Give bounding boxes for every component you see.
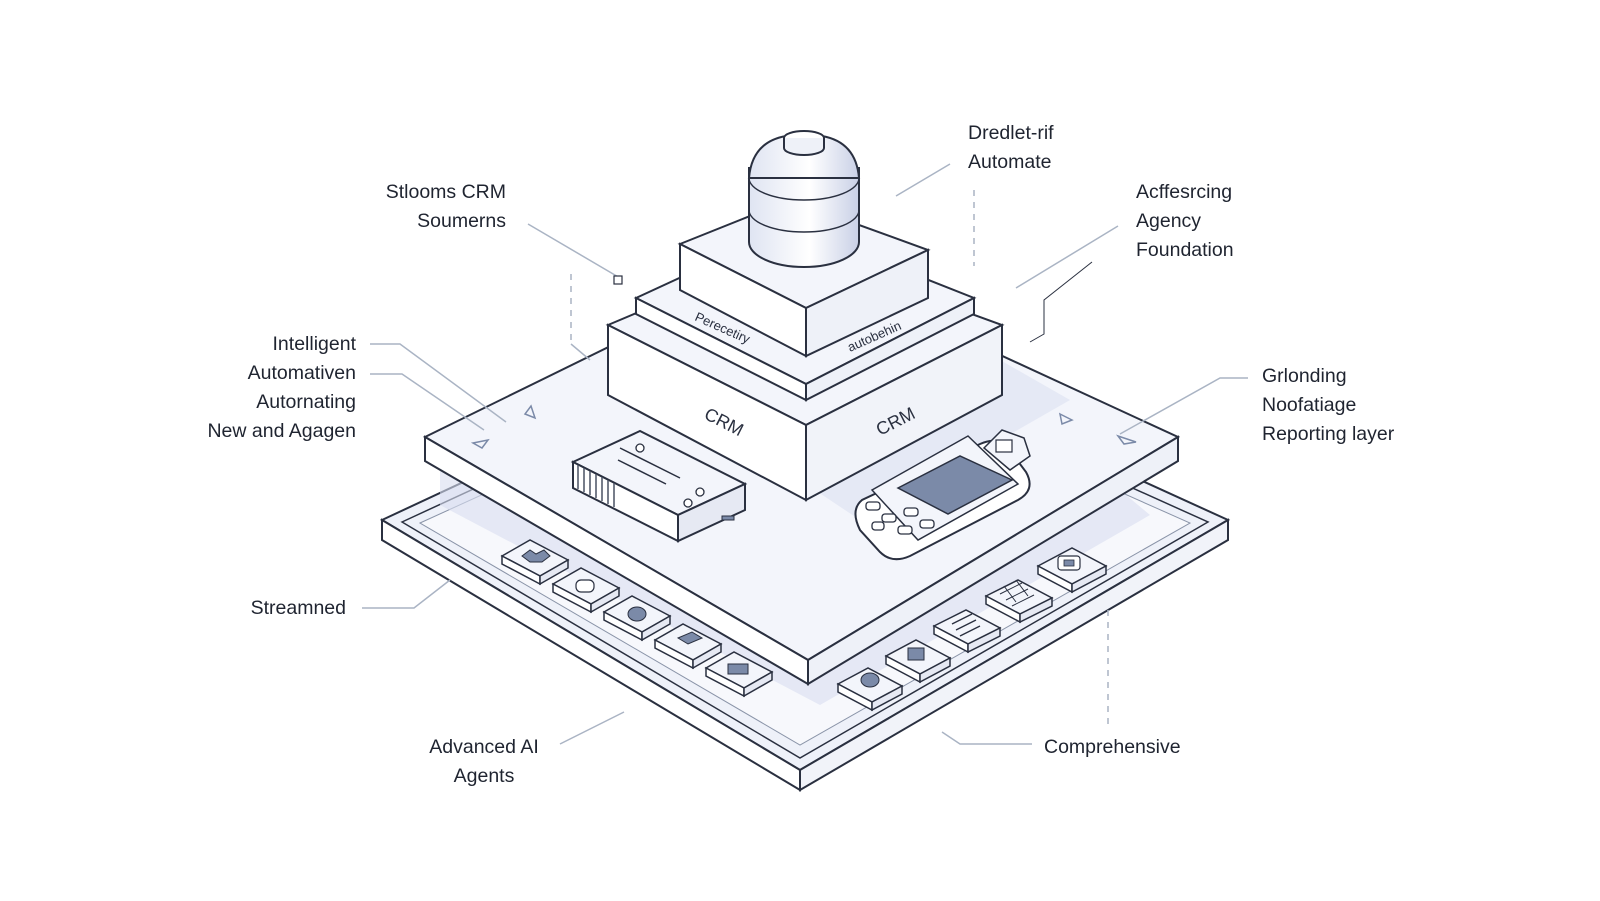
base-icon-tiles bbox=[500, 539, 1108, 712]
label-line: Intelligent bbox=[272, 333, 356, 355]
leader-line bbox=[570, 343, 591, 361]
label-line: Advanced AI bbox=[429, 736, 539, 758]
label-comprehensive: Comprehensive bbox=[1044, 733, 1214, 762]
tile-icon bbox=[1036, 547, 1108, 594]
leader-line bbox=[370, 343, 507, 423]
tile-icon bbox=[704, 651, 774, 698]
label-line: Streamned bbox=[250, 597, 346, 619]
label-agency-foundation: Acffesrcing Agency Foundation bbox=[1136, 178, 1296, 265]
label-line: Automativen bbox=[247, 362, 356, 384]
leader-line bbox=[559, 711, 625, 745]
label-advanced-ai-agents: Advanced AI Agents bbox=[404, 733, 564, 791]
label-reporting-layer: Grlonding Noofatiage Reporting layer bbox=[1262, 362, 1452, 449]
label-line: Agency bbox=[1136, 210, 1202, 232]
leader-line bbox=[1119, 377, 1248, 435]
label-line: Noofatiage bbox=[1262, 394, 1357, 416]
label-intelligent-automation: Intelligent Automativen Autornating New … bbox=[170, 330, 356, 446]
label-line: Soumerns bbox=[417, 210, 506, 232]
label-line: Dredlet-rif bbox=[968, 122, 1054, 144]
arrow-icon bbox=[523, 404, 537, 420]
phone-device bbox=[854, 429, 1031, 561]
tile-icon bbox=[500, 539, 570, 586]
leader-line bbox=[1015, 225, 1119, 289]
tile-icon bbox=[551, 567, 621, 614]
leader-line bbox=[370, 373, 485, 431]
label-line: New and Agagen bbox=[207, 420, 356, 442]
arrow-icon bbox=[1058, 412, 1074, 426]
server-device bbox=[570, 429, 748, 543]
label-line: Reporting layer bbox=[1262, 423, 1395, 445]
leader-line bbox=[895, 163, 951, 197]
arrow-icon bbox=[470, 438, 490, 449]
label-automate: Dredlet-rif Automate bbox=[968, 119, 1108, 177]
tile-icon bbox=[884, 639, 952, 684]
leader-line bbox=[527, 223, 621, 279]
tile-icon bbox=[932, 609, 1002, 654]
label-line: Stlooms CRM bbox=[385, 181, 506, 203]
tile-icon bbox=[653, 623, 723, 670]
label-line: Agents bbox=[453, 765, 515, 787]
server-grille bbox=[577, 465, 615, 507]
leader-line bbox=[1029, 261, 1093, 343]
leader-line bbox=[362, 579, 451, 609]
label-line: Autornating bbox=[256, 391, 356, 413]
label-line: Grlonding bbox=[1262, 365, 1347, 387]
label-line: Acffesrcing bbox=[1136, 181, 1233, 203]
leader-line bbox=[941, 731, 1032, 745]
tile-icon bbox=[984, 579, 1054, 624]
label-line: Foundation bbox=[1136, 239, 1234, 261]
tile-icon bbox=[602, 595, 672, 642]
phone-screen bbox=[896, 455, 1014, 515]
database-dome bbox=[747, 130, 861, 268]
leader-node bbox=[613, 275, 623, 285]
label-line: Automate bbox=[968, 151, 1052, 173]
label-streamned: Streamned bbox=[200, 594, 346, 623]
stack-shadow bbox=[800, 360, 1070, 520]
tile-icon bbox=[836, 667, 904, 712]
label-line: Comprehensive bbox=[1044, 736, 1181, 758]
leader-lines bbox=[362, 163, 1248, 745]
arrow-icon bbox=[1115, 434, 1137, 445]
label-crm-soumerns: Stlooms CRM Soumerns bbox=[340, 178, 506, 236]
